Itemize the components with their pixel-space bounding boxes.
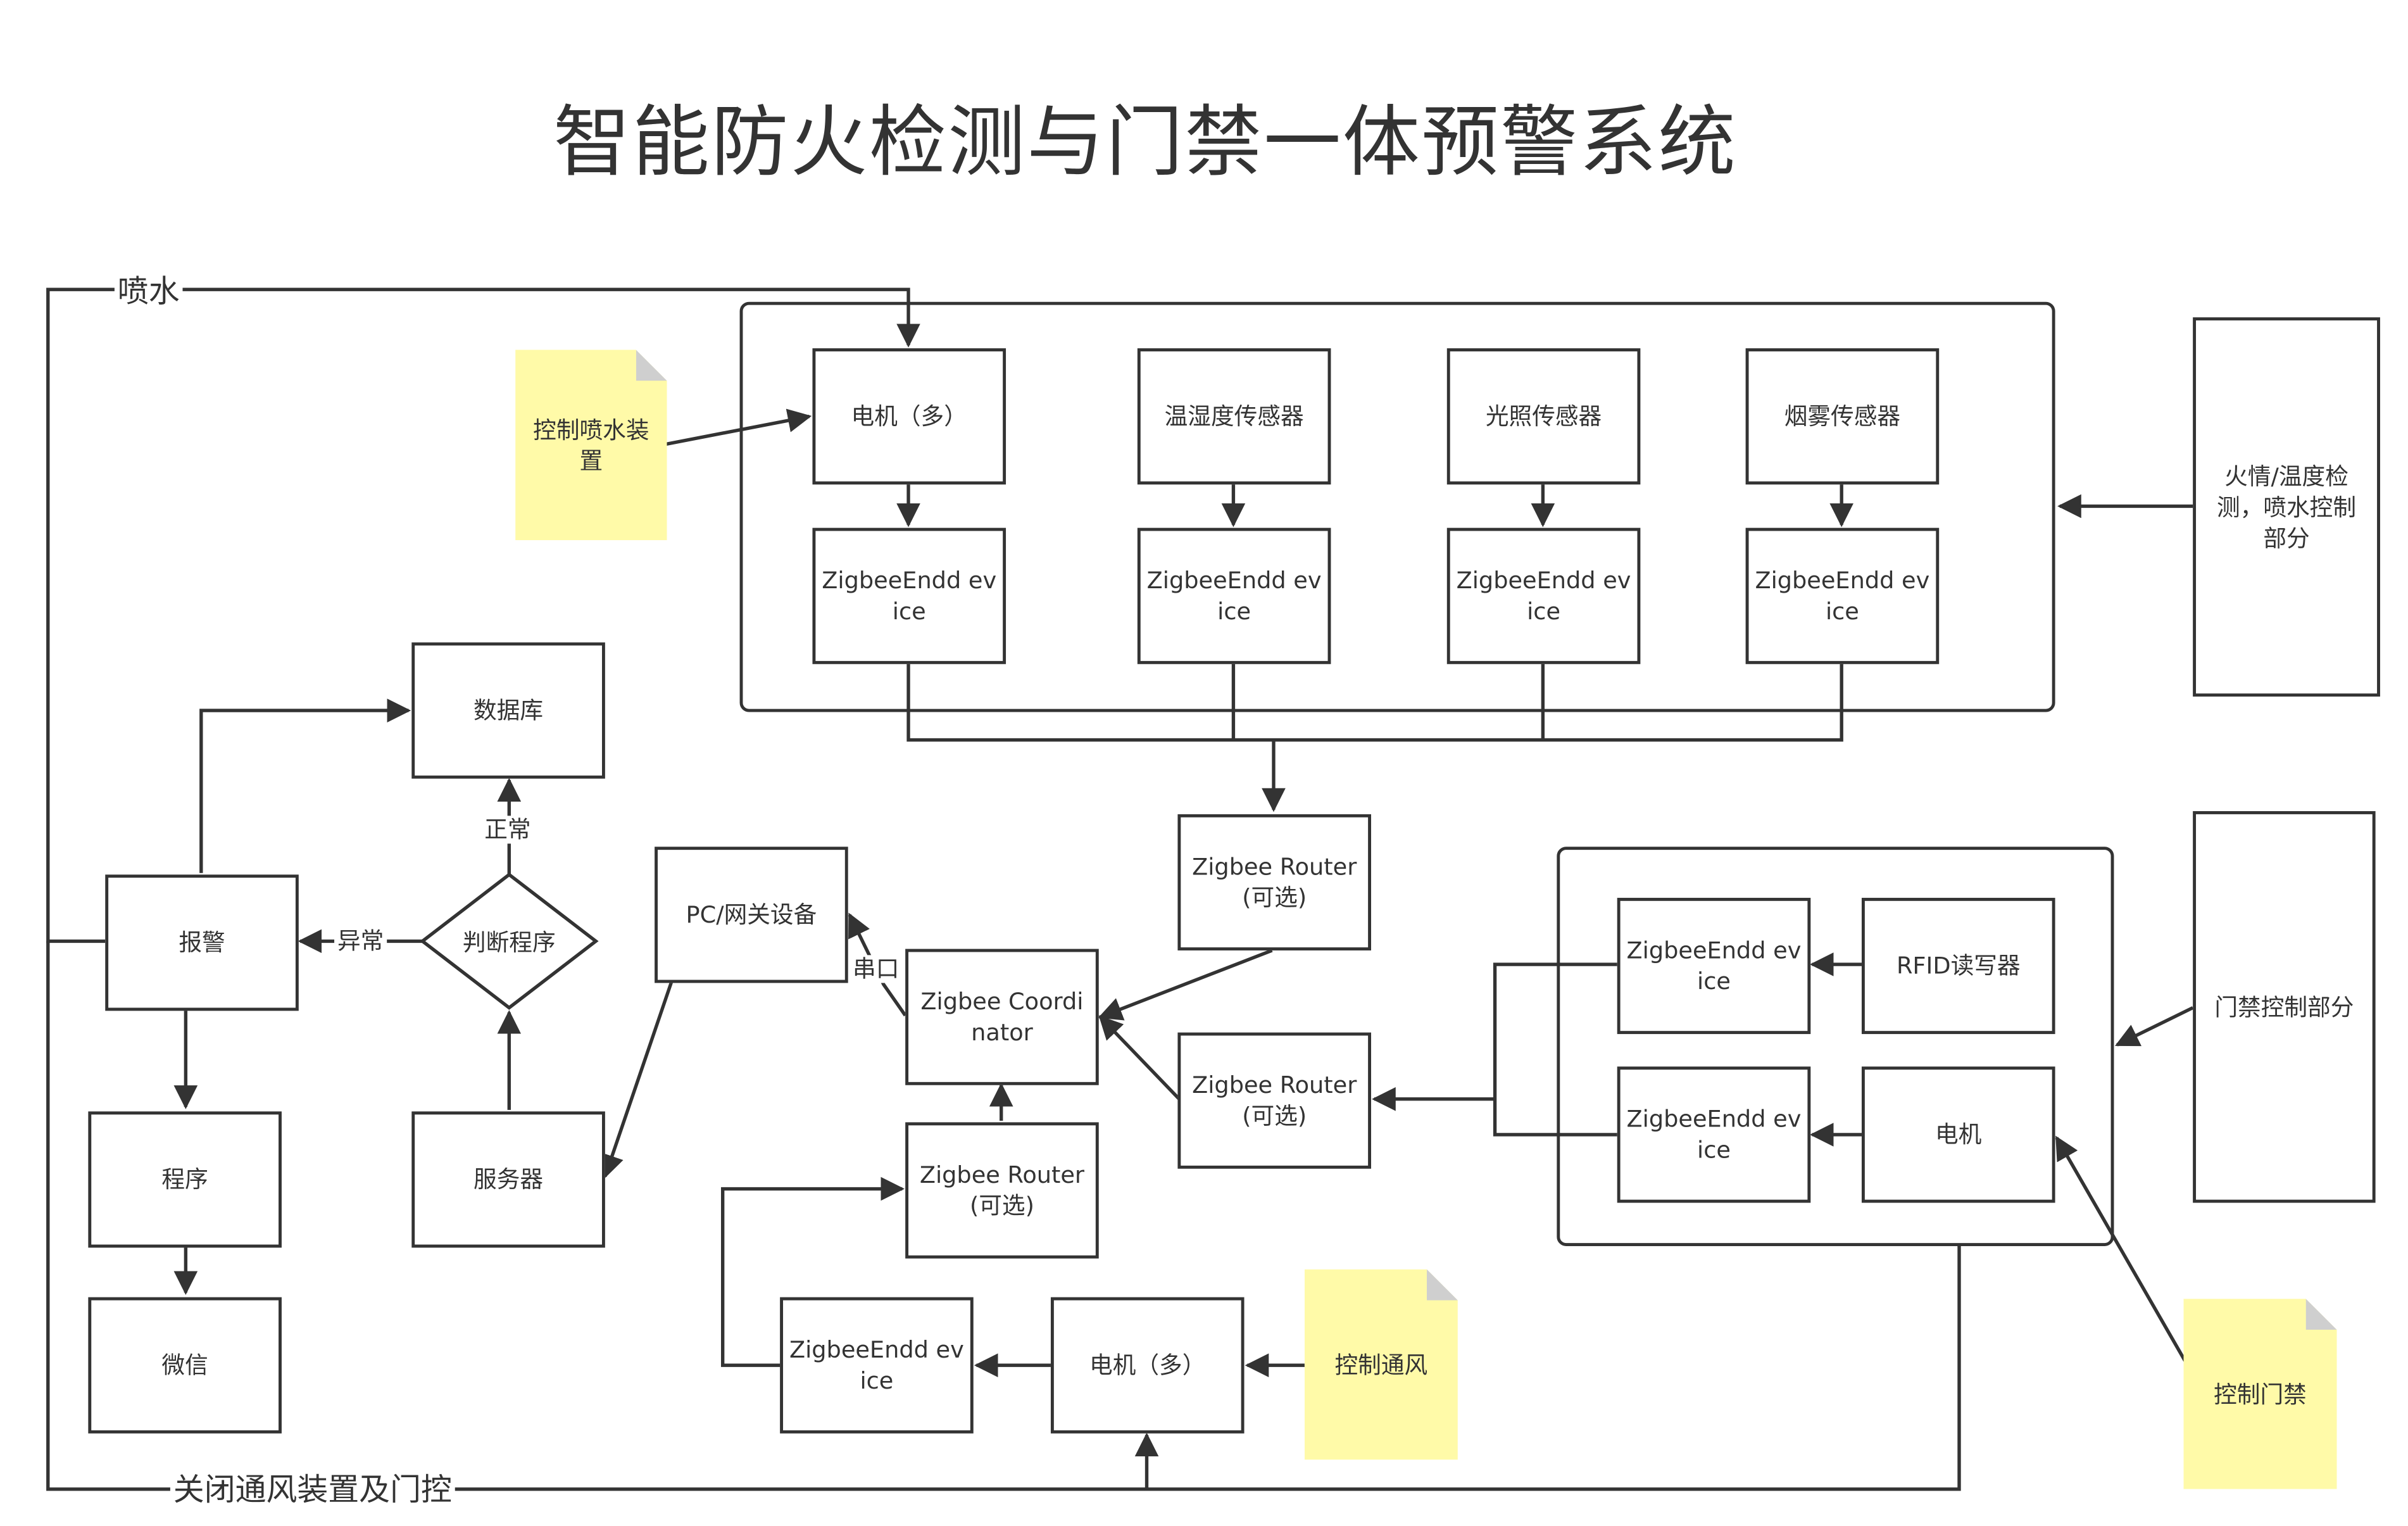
motor-multi-vent-node: 电机（多） xyxy=(1050,1297,1245,1434)
edge-spray-water-loop xyxy=(46,287,920,943)
edge-router-mid-to-coordinator xyxy=(1098,1015,1181,1100)
edge-router-top-to-coordinator xyxy=(1098,949,1273,1021)
edge-door-group-to-vent-motor xyxy=(1134,1244,1961,1491)
access-control-group xyxy=(1557,847,2114,1246)
decision-diamond xyxy=(419,872,599,1010)
zigbee-end-device-node: ZigbeeEndd evice xyxy=(1745,527,1940,664)
zigbee-end-device-node: ZigbeeEndd evice xyxy=(812,527,1006,664)
light-sensor-node: 光照传感器 xyxy=(1446,348,1641,485)
decision-label: 判断程序 xyxy=(462,928,556,956)
door-control-note: 控制门禁 xyxy=(2183,1299,2336,1489)
zigbee-end-device-node: ZigbeeEndd evice xyxy=(1617,897,1811,1035)
fire-detection-group xyxy=(739,301,2055,712)
zigbee-router-top-node: Zigbee Router (可选) xyxy=(1177,814,1372,951)
edge-close-vent-loop xyxy=(46,941,1147,1491)
vent-control-note-text: 控制通风 xyxy=(1334,1351,1428,1379)
edge-door-note-to-motor xyxy=(2055,1135,2188,1365)
wechat-node: 微信 xyxy=(88,1297,282,1434)
zigbee-end-device-node: ZigbeeEndd evice xyxy=(1617,1066,1811,1203)
spray-control-note-text: 控制喷水装置 xyxy=(533,415,649,475)
server-node: 服务器 xyxy=(411,1111,605,1248)
edge-gateway-to-server xyxy=(601,981,674,1179)
edge-alarm-to-database xyxy=(199,698,411,873)
database-node: 数据库 xyxy=(411,642,605,779)
edge-label-close-vent: 关闭通风装置及门控 xyxy=(170,1470,455,1508)
pc-gateway-node: PC/网关设备 xyxy=(655,847,848,983)
motor-multi-top-node: 电机（多） xyxy=(812,348,1006,485)
rfid-reader-node: RFID读写器 xyxy=(1861,897,2055,1035)
smoke-sensor-node: 烟雾传感器 xyxy=(1745,348,1940,485)
edge-label-abnormal: 异常 xyxy=(334,927,387,955)
door-motor-node: 电机 xyxy=(1861,1066,2055,1203)
edge-label-serial: 串口 xyxy=(850,955,903,983)
spray-control-note: 控制喷水装置 xyxy=(515,350,667,541)
temp-humidity-sensor-node: 温湿度传感器 xyxy=(1137,348,1331,485)
fire-section-node: 火情/温度检测，喷水控制部分 xyxy=(2193,317,2380,697)
edge-vent-zed-to-router xyxy=(720,1176,905,1367)
edge-label-spray-water: 喷水 xyxy=(114,272,183,310)
edge-label-normal: 正常 xyxy=(481,816,534,844)
alarm-node: 报警 xyxy=(105,874,299,1011)
edge-zed-bus xyxy=(906,662,1843,742)
zigbee-router-mid-node: Zigbee Router (可选) xyxy=(1177,1032,1372,1169)
zigbee-coordinator-node: Zigbee Coordinator xyxy=(905,949,1099,1085)
access-section-node: 门禁控制部分 xyxy=(2193,811,2376,1203)
vent-control-note: 控制通风 xyxy=(1305,1270,1458,1460)
zigbee-end-device-node: ZigbeeEndd evice xyxy=(1137,527,1331,664)
program-node: 程序 xyxy=(88,1111,282,1248)
edge-door-zeds-bus xyxy=(1493,962,1617,1137)
zigbee-end-device-node: ZigbeeEndd evice xyxy=(1446,527,1641,664)
edge-spray-note-to-motor xyxy=(665,408,812,446)
zigbee-router-bottom-node: Zigbee Router (可选) xyxy=(905,1122,1099,1259)
door-control-note-text: 控制门禁 xyxy=(2214,1380,2307,1408)
page-title: 智能防火检测与门禁一体预警系统 xyxy=(553,98,1738,187)
edge-coordinator-to-gateway xyxy=(848,912,907,1017)
edge-access-section-to-group xyxy=(2114,1006,2194,1047)
zigbee-end-device-node: ZigbeeEndd evice xyxy=(780,1297,974,1434)
